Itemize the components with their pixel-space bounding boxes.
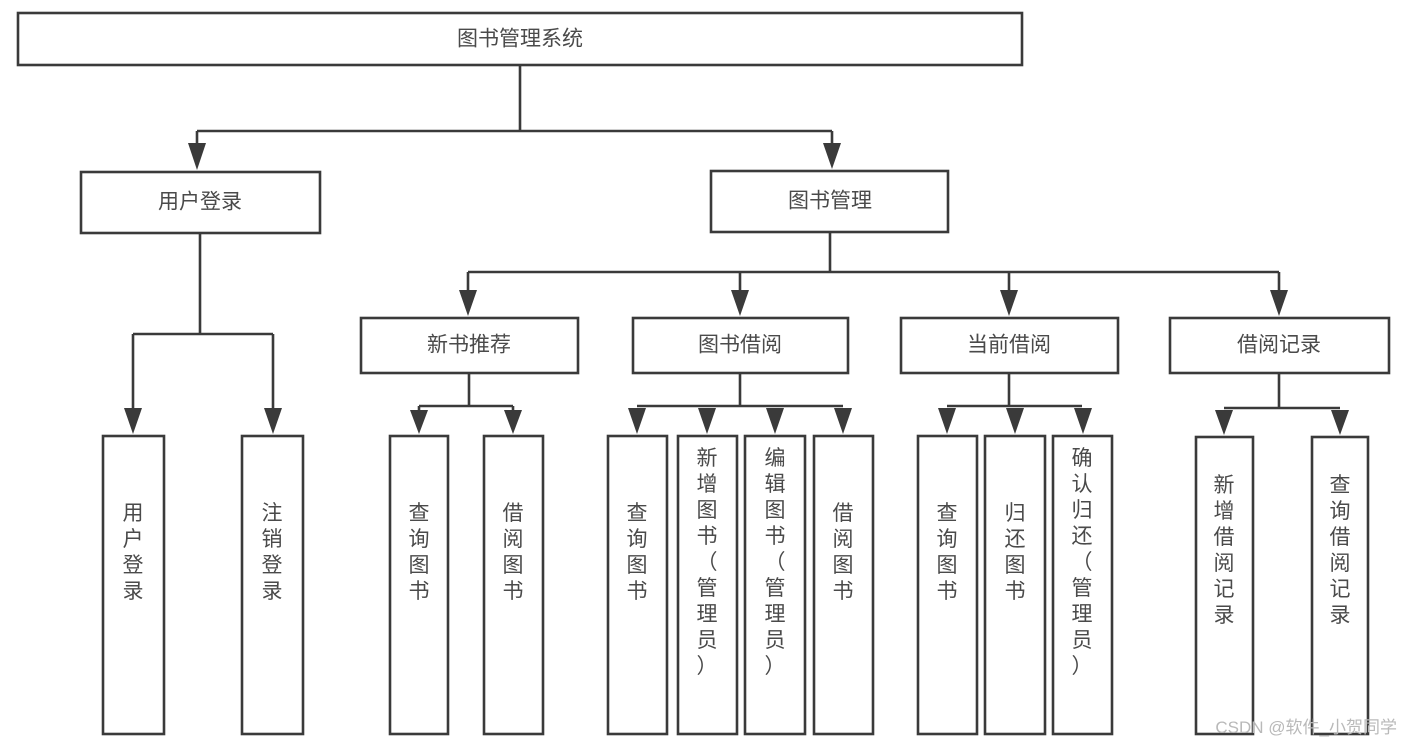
node-book-management-rect (709, 169, 950, 234)
leaf-node-label: 归还图书 (1005, 502, 1026, 603)
arrow-head-book-borrow-leaf3 (766, 408, 784, 434)
node-current-borrow[interactable]: 当前借阅 (899, 316, 1120, 375)
arrow-head-book-borrow-leaf2 (698, 408, 716, 434)
leaf-node-rect (1051, 434, 1114, 736)
csdn-watermark: CSDN @软件_小贺同学 (1215, 718, 1397, 737)
leaf-node-label: 查询图书 (937, 502, 958, 603)
leaf-node[interactable]: 用户登录 (101, 434, 166, 736)
node-user-login-rect (79, 170, 322, 235)
arrow-head-user-login-leaf1 (124, 408, 142, 434)
arrow-head-book-borrow-leaf4 (834, 408, 852, 434)
arrow-head-current-borrow-leaf1 (938, 408, 956, 434)
node-new-book-recommend[interactable]: 新书推荐 (359, 316, 580, 375)
leaf-node-rect (812, 434, 875, 736)
connector-layer (124, 65, 1349, 435)
node-user-login[interactable]: 用户登录 (79, 170, 322, 235)
leaf-node-label: 借阅图书 (833, 502, 854, 603)
node-root[interactable]: 图书管理系统 (16, 11, 1024, 67)
leaf-node[interactable]: 查询图书 (388, 434, 450, 736)
node-borrow-record-label: 借阅记录 (1237, 334, 1321, 357)
leaf-node[interactable]: 注销登录 (240, 434, 305, 736)
arrow-head-borrow-record-leaf2 (1331, 410, 1349, 435)
leaf-node-rect (101, 434, 166, 736)
leaf-node[interactable]: 查询图书 (916, 434, 979, 736)
leaf-node-rect (676, 434, 739, 736)
leaf-node-label: 查询图书 (627, 502, 648, 603)
leaf-node-label: 新增借阅记录 (1214, 474, 1235, 627)
node-borrow-record-rect (1168, 316, 1391, 375)
node-current-borrow-rect (899, 316, 1120, 375)
leaf-node-label: 确认归还（管理员） (1072, 447, 1093, 678)
leaf-node[interactable]: 归还图书 (983, 434, 1047, 736)
node-new-book-recommend-rect (359, 316, 580, 375)
arrow-head-book-borrow (731, 290, 749, 316)
leaf-node-rect (983, 434, 1047, 736)
arrow-head-borrow-record (1270, 290, 1288, 316)
leaf-node[interactable]: 确认归还（管理员） (1051, 434, 1114, 736)
node-current-borrow-label: 当前借阅 (967, 334, 1051, 357)
node-book-borrow-label: 图书借阅 (698, 334, 782, 357)
node-book-borrow[interactable]: 图书借阅 (631, 316, 850, 375)
node-book-management[interactable]: 图书管理 (709, 169, 950, 234)
leaf-node-label: 查询图书 (409, 502, 430, 603)
arrow-head-new-books-leaf1 (410, 410, 428, 434)
leaf-node[interactable]: 借阅图书 (482, 434, 545, 736)
arrow-head-user-login (188, 143, 206, 170)
leaf-node-rect (1310, 435, 1370, 736)
node-new-book-recommend-label: 新书推荐 (427, 334, 511, 357)
leaf-node-label: 新增图书（管理员） (697, 447, 718, 678)
leaf-node[interactable]: 查询借阅记录 (1310, 435, 1370, 736)
arrow-head-user-login-leaf2 (264, 408, 282, 434)
arrow-head-book-borrow-leaf1 (628, 408, 646, 434)
arrow-head-new-books (459, 290, 477, 316)
node-user-login-label: 用户登录 (158, 191, 242, 214)
node-book-borrow-rect (631, 316, 850, 375)
leaf-node-label: 注销登录 (262, 502, 283, 603)
node-root-rect (16, 11, 1024, 67)
node-root-label: 图书管理系统 (457, 28, 583, 51)
leaf-node-label: 借阅图书 (503, 502, 524, 603)
leaf-node-rect (743, 434, 807, 736)
leaf-node-rect (240, 434, 305, 736)
leaf-node-rect (482, 434, 545, 736)
leaf-node[interactable]: 新增图书（管理员） (676, 434, 739, 736)
arrow-head-current-borrow (1000, 290, 1018, 316)
leaf-node[interactable]: 新增借阅记录 (1194, 435, 1255, 736)
arrow-head-new-books-leaf2 (504, 410, 522, 434)
node-borrow-record[interactable]: 借阅记录 (1168, 316, 1391, 375)
node-book-management-label: 图书管理 (788, 190, 872, 213)
leaf-node[interactable]: 查询图书 (606, 434, 669, 736)
arrow-head-book-mgmt (823, 143, 841, 169)
leaf-node[interactable]: 编辑图书（管理员） (743, 434, 807, 736)
leaf-node-rect (388, 434, 450, 736)
leaf-node[interactable]: 借阅图书 (812, 434, 875, 736)
leaf-node-label: 查询借阅记录 (1330, 474, 1351, 627)
arrow-head-current-borrow-leaf3 (1074, 408, 1092, 434)
leaf-node-rect (606, 434, 669, 736)
leaf-node-label: 编辑图书（管理员） (765, 447, 786, 678)
arrow-head-current-borrow-leaf2 (1006, 408, 1024, 434)
arrow-head-borrow-record-leaf1 (1215, 410, 1233, 435)
leaf-node-rect (1194, 435, 1255, 736)
leaf-node-label: 用户登录 (123, 502, 144, 603)
leaf-node-rect (916, 434, 979, 736)
